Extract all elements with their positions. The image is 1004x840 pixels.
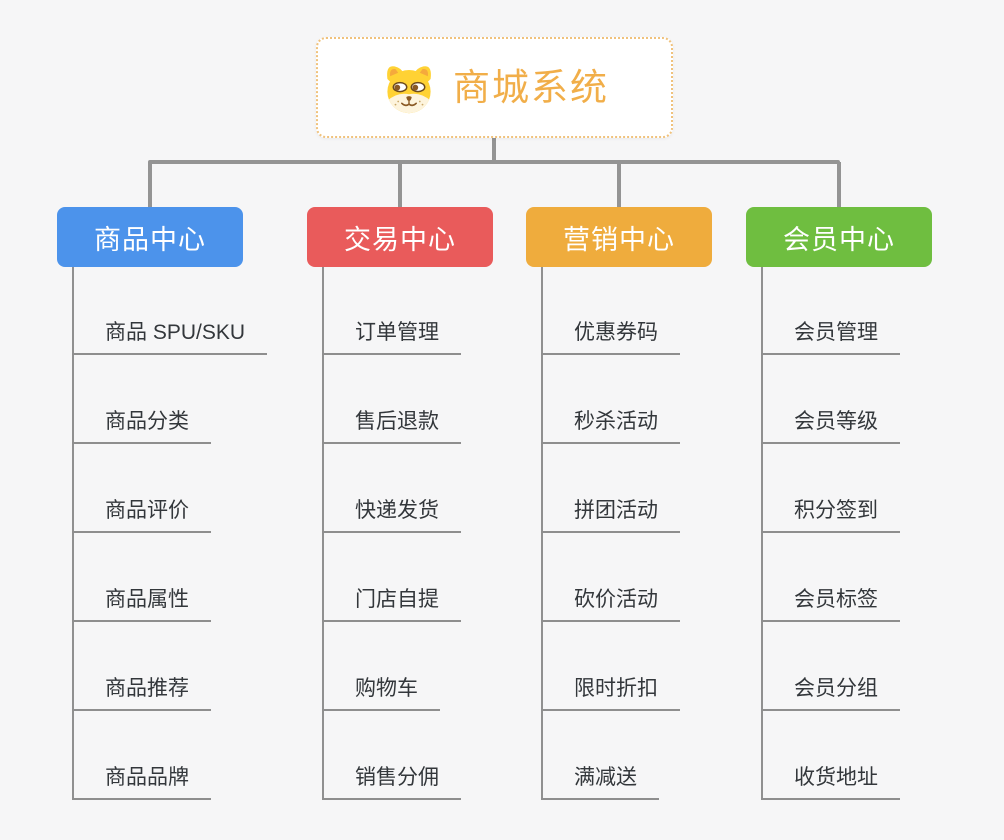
- leaf-label: 门店自提: [355, 588, 439, 611]
- branch-label: 营销中心: [563, 224, 675, 255]
- leaf-label: 销售分佣: [355, 766, 439, 789]
- leaf-node[interactable]: 会员标签: [761, 578, 900, 622]
- leaf-label: 会员分组: [794, 677, 878, 700]
- leaf-label: 限时折扣: [574, 677, 658, 700]
- trunk-line-product: [72, 266, 74, 800]
- branch-header-product-center[interactable]: 商品中心: [57, 207, 243, 267]
- leaf-node[interactable]: 会员分组: [761, 667, 900, 711]
- trunk-line-trade: [322, 266, 324, 800]
- leaf-node[interactable]: 商品属性: [72, 578, 211, 622]
- branch-label: 商品中心: [94, 224, 206, 255]
- leaf-label: 商品 SPU/SKU: [105, 321, 246, 344]
- leaf-node[interactable]: 门店自提: [322, 578, 461, 622]
- leaf-node[interactable]: 快递发货: [322, 489, 461, 533]
- leaf-label: 商品推荐: [105, 677, 189, 700]
- branch-label: 交易中心: [344, 224, 456, 255]
- leaf-node[interactable]: 售后退款: [322, 400, 461, 444]
- leaf-node[interactable]: 购物车: [322, 667, 440, 711]
- root-node[interactable]: 商城系统: [316, 37, 673, 138]
- connector-drop-marketing: [617, 162, 621, 207]
- trunk-line-marketing: [541, 266, 543, 800]
- leaf-label: 会员等级: [794, 410, 878, 433]
- leaf-label: 购物车: [355, 677, 418, 700]
- connector-drop-member: [837, 162, 841, 207]
- doge-icon: [387, 65, 431, 113]
- root-label: 商城系统: [453, 67, 609, 108]
- leaf-node[interactable]: 拼团活动: [541, 489, 680, 533]
- leaf-label: 商品品牌: [105, 766, 189, 789]
- trunk-line-member: [761, 266, 763, 800]
- leaf-label: 商品评价: [105, 499, 189, 522]
- connector-drop-trade: [398, 162, 402, 207]
- leaf-node[interactable]: 会员管理: [761, 311, 900, 355]
- leaf-label: 快递发货: [355, 499, 439, 522]
- leaf-label: 商品属性: [105, 588, 189, 611]
- leaf-node[interactable]: 商品分类: [72, 400, 211, 444]
- leaf-label: 满减送: [574, 766, 637, 789]
- leaf-node[interactable]: 优惠券码: [541, 311, 680, 355]
- connector-drop-product: [148, 162, 152, 207]
- leaf-label: 收货地址: [794, 766, 878, 789]
- leaf-label: 订单管理: [355, 321, 439, 344]
- leaf-node[interactable]: 商品推荐: [72, 667, 211, 711]
- leaf-node[interactable]: 销售分佣: [322, 756, 461, 800]
- leaf-node[interactable]: 秒杀活动: [541, 400, 680, 444]
- leaf-label: 会员管理: [794, 321, 878, 344]
- leaf-node[interactable]: 砍价活动: [541, 578, 680, 622]
- leaf-node[interactable]: 限时折扣: [541, 667, 680, 711]
- branch-header-marketing-center[interactable]: 营销中心: [526, 207, 712, 267]
- leaf-label: 优惠券码: [574, 321, 658, 344]
- leaf-node[interactable]: 收货地址: [761, 756, 900, 800]
- leaf-label: 售后退款: [355, 410, 439, 433]
- leaf-node[interactable]: 订单管理: [322, 311, 461, 355]
- leaf-node[interactable]: 会员等级: [761, 400, 900, 444]
- branch-label: 会员中心: [783, 224, 895, 255]
- leaf-node[interactable]: 商品评价: [72, 489, 211, 533]
- leaf-label: 会员标签: [794, 588, 878, 611]
- connector-root-vertical: [492, 138, 496, 164]
- leaf-node[interactable]: 商品 SPU/SKU: [72, 311, 268, 355]
- leaf-label: 积分签到: [794, 499, 878, 522]
- leaf-label: 砍价活动: [574, 588, 658, 611]
- leaf-node[interactable]: 满减送: [541, 756, 659, 800]
- leaf-label: 秒杀活动: [574, 410, 658, 433]
- branch-header-member-center[interactable]: 会员中心: [746, 207, 932, 267]
- leaf-label: 拼团活动: [574, 499, 658, 522]
- connector-horizontal-bus: [148, 160, 840, 164]
- leaf-node[interactable]: 积分签到: [761, 489, 900, 533]
- branch-header-trade-center[interactable]: 交易中心: [307, 207, 493, 267]
- leaf-node[interactable]: 商品品牌: [72, 756, 211, 800]
- leaf-label: 商品分类: [105, 410, 189, 433]
